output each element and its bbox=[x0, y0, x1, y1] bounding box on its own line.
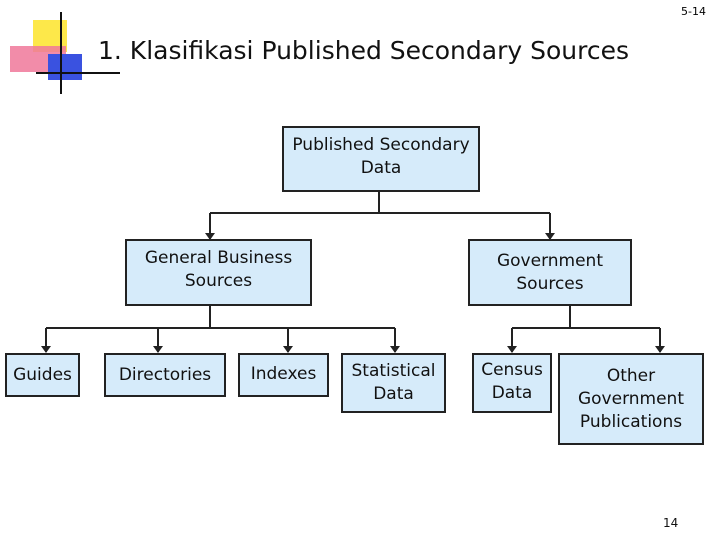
page-number: 14 bbox=[663, 516, 678, 530]
node-general-business-sources: General Business Sources bbox=[125, 239, 312, 306]
node-government-sources: Government Sources bbox=[468, 239, 632, 306]
node-statistical-data: Statistical Data bbox=[341, 353, 446, 413]
node-published-secondary-data: Published Secondary Data bbox=[282, 126, 480, 192]
node-census-data: Census Data bbox=[472, 353, 552, 413]
node-indexes: Indexes bbox=[238, 353, 329, 397]
node-guides: Guides bbox=[5, 353, 80, 397]
node-other-government-publications: Other Government Publications bbox=[558, 353, 704, 445]
node-directories: Directories bbox=[104, 353, 226, 397]
